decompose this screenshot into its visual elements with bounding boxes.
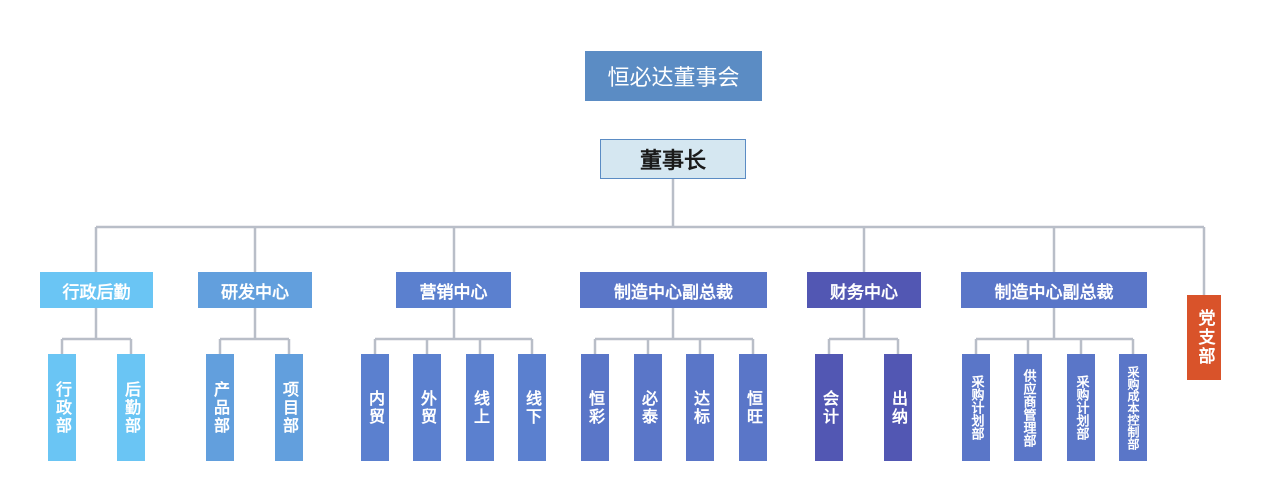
- dept-label: 党支部: [1194, 309, 1215, 366]
- unit-label: 线上: [471, 389, 490, 426]
- unit-label: 行政部: [53, 380, 72, 435]
- unit-label: 达标: [691, 389, 710, 426]
- chairman-box: 董事长: [600, 139, 746, 179]
- unit-box: 会计: [815, 354, 843, 461]
- chairman-label: 董事长: [639, 149, 706, 174]
- unit-box: 采购成本控制部: [1119, 354, 1147, 461]
- unit-box: 行政部: [48, 354, 76, 461]
- unit-label: 后勤部: [122, 380, 141, 435]
- unit-label: 产品部: [211, 380, 230, 435]
- dept-marketing-center: 营销中心: [396, 272, 511, 308]
- unit-box: 必泰: [634, 354, 662, 461]
- unit-box: 出纳: [884, 354, 912, 461]
- dept-label: 财务中心: [830, 282, 898, 303]
- unit-box: 采购计划部: [962, 354, 990, 461]
- unit-box: 采购计划部: [1067, 354, 1095, 461]
- unit-label: 采购计划部: [1073, 375, 1089, 440]
- board-title-box: 恒必达董事会: [585, 51, 762, 101]
- dept-label: 制造中心副总裁: [614, 282, 733, 303]
- unit-label: 线下: [523, 389, 542, 426]
- unit-box: 项目部: [275, 354, 303, 461]
- dept-finance-center: 财务中心: [807, 272, 921, 308]
- unit-box: 后勤部: [117, 354, 145, 461]
- dept-label: 行政后勤: [62, 282, 131, 303]
- dept-manufacturing-vp-2: 制造中心副总裁: [961, 272, 1147, 308]
- dept-label: 制造中心副总裁: [994, 282, 1114, 303]
- unit-box: 达标: [686, 354, 714, 461]
- unit-label: 恒彩: [586, 389, 605, 426]
- dept-admin-logistics: 行政后勤: [40, 272, 153, 308]
- unit-label: 采购计划部: [968, 375, 984, 440]
- unit-box: 外贸: [413, 354, 441, 461]
- unit-label: 内贸: [366, 389, 385, 426]
- dept-manufacturing-vp-1: 制造中心副总裁: [580, 272, 767, 308]
- unit-box: 产品部: [206, 354, 234, 461]
- unit-label: 外贸: [418, 389, 437, 426]
- unit-box: 线上: [466, 354, 494, 461]
- dept-party-branch: 党支部: [1187, 295, 1221, 380]
- unit-label: 会计: [820, 389, 839, 426]
- unit-box: 内贸: [361, 354, 389, 461]
- unit-label: 恒旺: [744, 389, 763, 426]
- dept-rnd-center: 研发中心: [198, 272, 312, 308]
- unit-label: 采购成本控制部: [1126, 365, 1140, 450]
- board-title: 恒必达董事会: [607, 66, 740, 91]
- unit-label: 必泰: [639, 389, 658, 426]
- dept-label: 研发中心: [221, 282, 289, 303]
- unit-label: 供应商管理部: [1020, 368, 1036, 447]
- unit-box: 恒彩: [581, 354, 609, 461]
- unit-box: 供应商管理部: [1014, 354, 1042, 461]
- unit-label: 项目部: [280, 380, 299, 435]
- dept-label: 营销中心: [419, 282, 488, 303]
- unit-label: 出纳: [889, 389, 908, 426]
- unit-box: 线下: [518, 354, 546, 461]
- unit-box: 恒旺: [739, 354, 767, 461]
